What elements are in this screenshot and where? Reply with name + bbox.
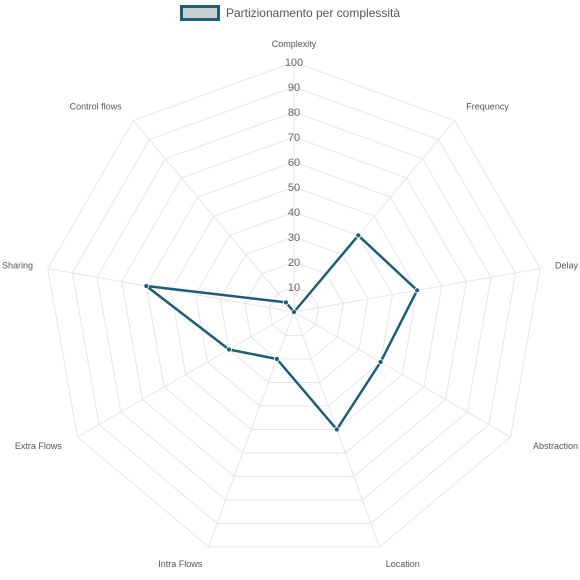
grid-ring xyxy=(194,211,394,407)
tick-label: 100 xyxy=(285,57,303,69)
axis-label: Frequency xyxy=(466,102,509,112)
data-point xyxy=(291,309,297,315)
tick-label: 90 xyxy=(288,82,300,94)
tick-label: 50 xyxy=(288,182,300,194)
data-point xyxy=(414,287,421,294)
axis-label: Extra Flows xyxy=(15,441,63,451)
grid-ring xyxy=(244,261,344,360)
chart-legend[interactable]: Partizionamento per complessità xyxy=(0,5,580,21)
data-point xyxy=(226,346,232,353)
tick-label: 30 xyxy=(288,232,300,244)
grid-spoke xyxy=(208,311,295,548)
tick-label: 40 xyxy=(288,207,300,219)
tick-label: 10 xyxy=(288,282,300,294)
tick-label: 80 xyxy=(288,107,300,119)
tick-label: 70 xyxy=(288,132,300,144)
legend-swatch xyxy=(179,5,220,21)
grid-ring xyxy=(71,86,517,524)
axis-label: Control flows xyxy=(70,102,123,112)
axis-label: Complexity xyxy=(272,39,317,49)
axis-label: Location xyxy=(386,559,420,569)
data-point xyxy=(283,299,289,306)
axis-label: Abstraction xyxy=(533,441,578,451)
grid-ring xyxy=(96,111,492,501)
tick-label: 60 xyxy=(288,157,300,169)
data-point xyxy=(377,359,384,365)
grid-spoke xyxy=(47,268,295,313)
grid-spoke xyxy=(77,311,295,438)
data-point xyxy=(333,426,340,433)
series-line xyxy=(145,234,419,431)
legend-label: Partizionamento per complessità xyxy=(225,6,401,20)
grid-ring xyxy=(170,186,418,430)
grid-spoke xyxy=(293,311,511,438)
axis-label: Intra Flows xyxy=(158,559,203,569)
tick-label: 20 xyxy=(288,257,300,269)
data-point xyxy=(355,232,362,239)
axis-label: Sharing xyxy=(2,261,33,271)
grid-spoke xyxy=(132,120,295,313)
grid-ring xyxy=(145,161,443,454)
data-point xyxy=(143,283,150,289)
axis-label: Delay xyxy=(555,261,579,271)
data-point xyxy=(273,356,280,362)
grid-ring xyxy=(121,136,467,477)
grid-ring xyxy=(219,236,369,383)
grid-ring xyxy=(47,61,541,548)
